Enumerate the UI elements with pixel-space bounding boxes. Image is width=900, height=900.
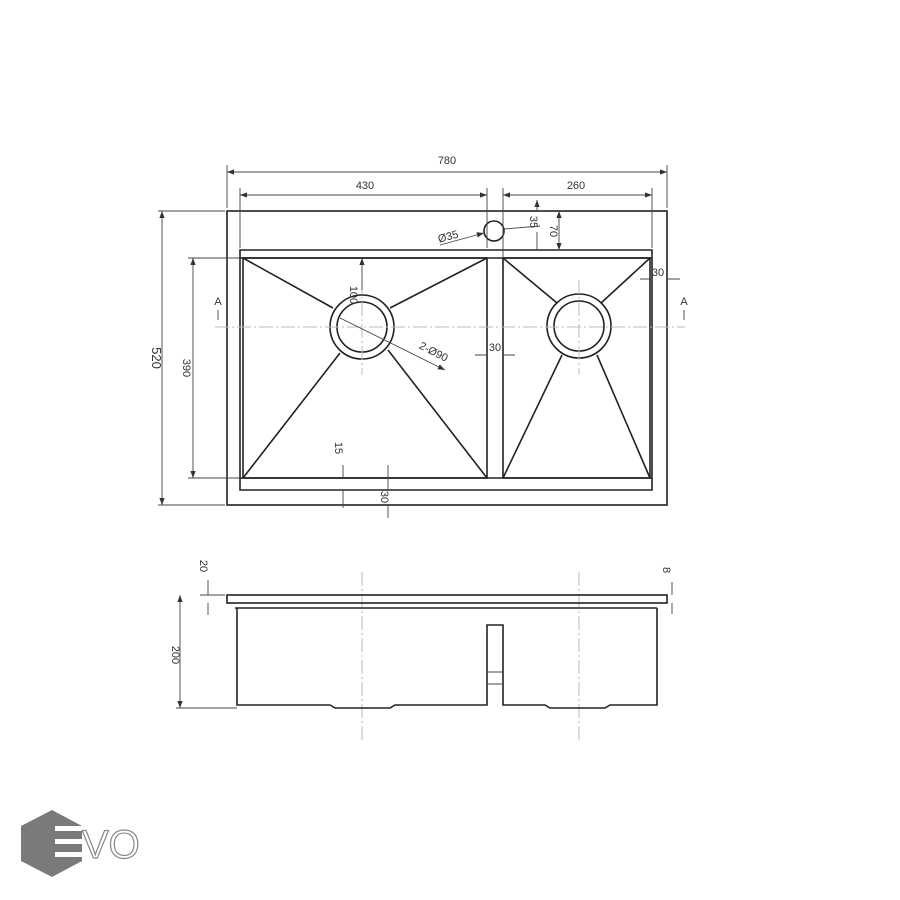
extension-lines-vertical	[158, 210, 240, 506]
dim-overall-depth: 520	[149, 347, 164, 369]
side-extension-lines	[176, 594, 237, 709]
right-bowl-slopes	[502, 257, 651, 479]
dim-divider-width: 30	[489, 342, 501, 354]
leader-drain-diameter	[339, 317, 446, 371]
bowl-profile	[236, 608, 658, 709]
dim-overall-width: 780	[438, 155, 456, 167]
side-view: 20 200 8	[169, 560, 673, 740]
side-centerlines	[361, 572, 580, 740]
top-view: 780 430 260 Ø35 35 70 30 A A 520 390 100…	[149, 155, 688, 518]
dim-deck-depth: 70	[547, 225, 559, 237]
dim-left-bowl-width: 430	[356, 180, 374, 192]
deck-plate	[226, 594, 668, 604]
dim-faucet-diameter: Ø35	[437, 229, 460, 246]
logo-wordmark: VO	[82, 823, 140, 867]
section-marker-right: A	[680, 296, 688, 308]
dim-bowl-depth: 390	[180, 359, 192, 377]
centerlines	[215, 280, 685, 375]
dim-bottom-ledge: 15	[332, 442, 344, 454]
dim-deck-thickness: 20	[197, 560, 209, 572]
section-marker-left: A	[214, 296, 222, 308]
leader-faucet-offset	[503, 225, 541, 230]
left-bowl	[242, 257, 488, 479]
dim-right-bowl-width: 260	[567, 180, 585, 192]
leader-faucet-diameter	[439, 232, 485, 246]
sink-outline	[226, 210, 668, 506]
dim-right-rim: 30	[652, 267, 664, 279]
dim-faucet-offset: 35	[527, 216, 539, 228]
dim-drain-diameter: 2-Ø90	[417, 340, 450, 365]
ledge	[239, 249, 653, 491]
extension-lines	[226, 165, 668, 258]
dim-lip: 8	[660, 567, 672, 573]
evo-logo: VO	[21, 810, 140, 877]
faucet-hole	[483, 220, 505, 242]
logo-e-bar	[55, 839, 82, 844]
divider-detail	[487, 671, 503, 685]
dim-bottom-rim: 30	[378, 491, 390, 503]
dim-bowl-height: 200	[169, 646, 181, 664]
logo-e-bar	[55, 826, 82, 831]
dim-drain-offset: 100	[347, 286, 359, 304]
right-bowl	[502, 257, 651, 479]
left-bowl-slopes	[242, 257, 488, 479]
logo-e-bar	[55, 852, 82, 857]
